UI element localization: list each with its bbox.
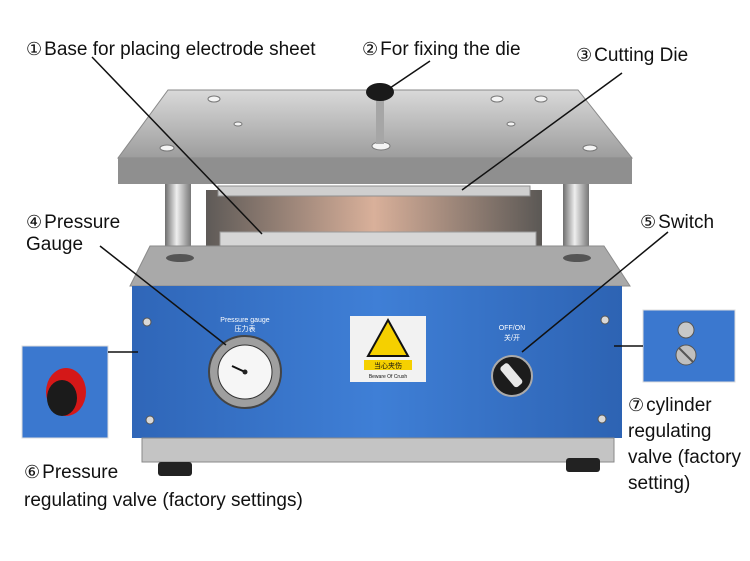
warning-cn: 当心夹伤	[374, 361, 402, 370]
warning-en: Beware Of Crush	[369, 374, 408, 380]
top-plate-edge	[118, 158, 632, 184]
switch-title: OFF/ON	[499, 325, 525, 332]
switch-cn: 关/开	[504, 333, 520, 342]
top-plate-bolts	[159, 95, 598, 152]
middle-plate	[129, 245, 631, 287]
die-fixing-knob-stem	[376, 96, 384, 144]
gauge-title: Pressure gauge	[220, 317, 270, 324]
bottom-base	[141, 437, 615, 463]
cabinet-screws	[142, 315, 610, 425]
pillar-base-left	[166, 254, 194, 262]
die-fixing-knob	[366, 83, 394, 101]
cutting-die	[217, 185, 531, 197]
warning-triangle-icon	[366, 317, 410, 357]
cylinder-valve-top	[677, 321, 695, 339]
leader-lines	[91, 56, 669, 353]
valve-knob	[47, 380, 77, 416]
pillar-base-right	[563, 254, 591, 262]
warning-cn-bg	[364, 360, 412, 370]
foot-left	[158, 462, 192, 476]
gauge-cn: 压力表	[235, 324, 256, 333]
foot-right	[566, 458, 600, 472]
switch-handle	[500, 363, 523, 388]
